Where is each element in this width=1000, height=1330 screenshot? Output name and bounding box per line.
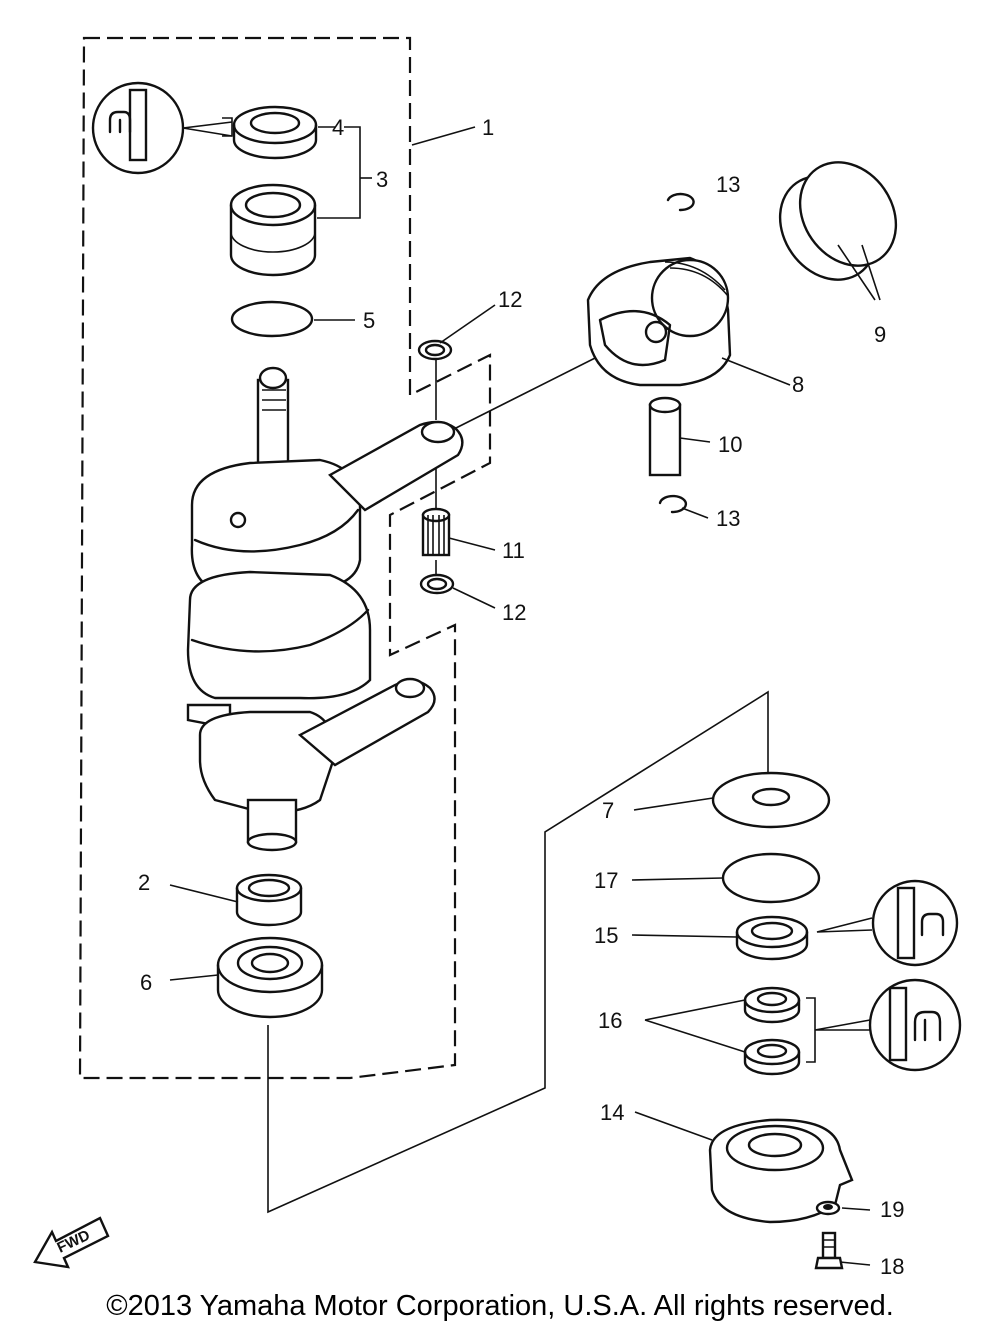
part-17-o-ring xyxy=(721,852,821,904)
connecting-rod-upper xyxy=(328,420,464,512)
part-2-bearing xyxy=(235,873,303,927)
callout-18: 18 xyxy=(880,1254,904,1279)
assembly-outline xyxy=(78,36,492,1080)
callout-8: 8 xyxy=(792,372,804,397)
guide-line-bottom xyxy=(267,690,769,1214)
part-15-oil-seal xyxy=(735,915,809,961)
callout-15: 15 xyxy=(594,923,618,948)
callout-3: 3 xyxy=(376,167,388,192)
part-10-piston-pin xyxy=(648,396,682,477)
callout-11: 11 xyxy=(502,538,525,563)
part-11-needle-bearing xyxy=(421,507,451,557)
guide-line-piston xyxy=(447,347,616,433)
part-13-clip-upper xyxy=(666,192,695,212)
callout-13-upper: 13 xyxy=(716,172,740,197)
part-16-seal-upper xyxy=(743,986,801,1024)
callout-17: 17 xyxy=(594,868,618,893)
seal-detail-bubble-right-upper xyxy=(816,879,959,967)
part-9-piston-rings xyxy=(778,161,898,281)
part-3-bearing xyxy=(229,183,317,277)
callout-5: 5 xyxy=(363,308,375,333)
seal-detail-bubble-right-lower xyxy=(814,978,962,1072)
connecting-rod-lower xyxy=(297,677,436,767)
copyright-notice: ©2013 Yamaha Motor Corporation, U.S.A. A… xyxy=(106,1290,894,1322)
callout-14: 14 xyxy=(600,1100,624,1125)
callout-2: 2 xyxy=(138,870,150,895)
callout-16: 16 xyxy=(598,1008,622,1033)
exploded-parts-diagram: FWD 1 2 3 4 5 6 7 8 9 10 11 12 12 13 13 … xyxy=(33,36,962,1279)
part-12-washer-upper xyxy=(417,339,453,361)
leader-lines xyxy=(169,126,881,1266)
callout-19: 19 xyxy=(880,1197,904,1222)
callout-9: 9 xyxy=(874,322,886,347)
callout-7: 7 xyxy=(602,798,614,823)
callout-6: 6 xyxy=(140,970,152,995)
seal-detail-bubble-top xyxy=(91,81,233,175)
callout-4: 4 xyxy=(332,115,344,140)
part-14-housing xyxy=(708,1118,854,1224)
part-19-washer xyxy=(815,1200,841,1216)
part-18-bolt xyxy=(814,1231,844,1270)
part-6-bearing xyxy=(216,936,324,1019)
callout-12-lower: 12 xyxy=(502,600,526,625)
part-12-washer-lower xyxy=(419,573,455,595)
part-5-o-ring xyxy=(230,300,314,338)
callout-10: 10 xyxy=(718,432,742,457)
callout-13-lower: 13 xyxy=(716,506,740,531)
callout-12-upper: 12 xyxy=(498,287,522,312)
part-16-seal-lower xyxy=(743,1038,801,1076)
part-7-plate xyxy=(711,771,831,829)
fwd-arrow-icon: FWD xyxy=(33,1216,110,1269)
part-16-bracket xyxy=(806,997,816,1063)
part-13-clip-lower xyxy=(658,494,688,514)
crankshaft xyxy=(186,366,372,852)
part-8-piston xyxy=(586,256,732,387)
callout-1: 1 xyxy=(482,115,494,140)
part-4-oil-seal xyxy=(232,105,318,160)
